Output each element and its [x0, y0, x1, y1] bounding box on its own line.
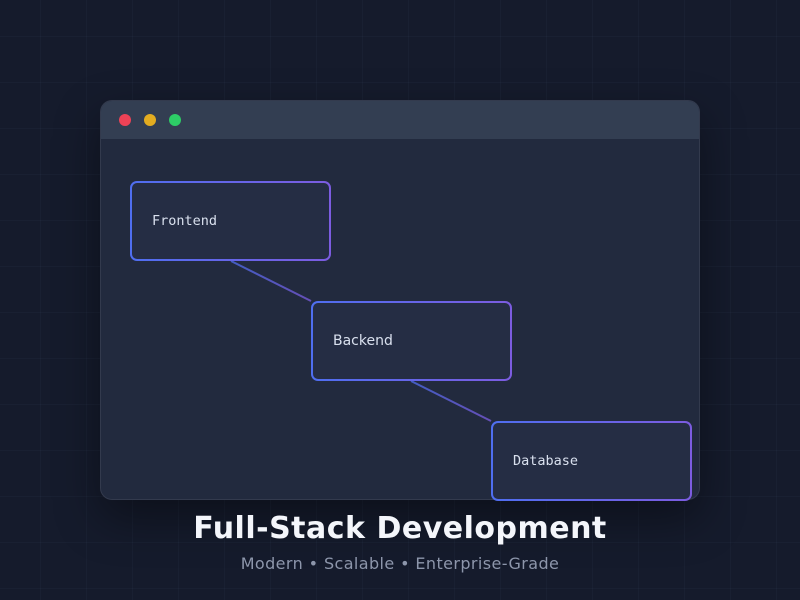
node-database-label: Database [513, 453, 579, 469]
connector-lines [230, 260, 492, 422]
page-title: Full-Stack Development [193, 511, 607, 546]
maximize-circle-icon[interactable] [169, 114, 181, 126]
node-backend-label: Backend [333, 333, 393, 349]
diagram-canvas: Frontend Backend Database [101, 139, 699, 499]
node-database[interactable]: Database [491, 421, 692, 501]
node-frontend-label: Frontend [152, 213, 218, 229]
node-backend[interactable]: Backend [311, 301, 512, 381]
window-titlebar [101, 101, 699, 139]
minimize-circle-icon[interactable] [144, 114, 156, 126]
app-window: Frontend Backend Database [100, 100, 700, 500]
page-subtitle: Modern • Scalable • Enterprise-Grade [240, 554, 560, 573]
connector-frontend-backend [230, 260, 312, 302]
node-frontend[interactable]: Frontend [130, 181, 331, 261]
connector-backend-database [410, 380, 492, 422]
close-circle-icon[interactable] [119, 114, 131, 126]
